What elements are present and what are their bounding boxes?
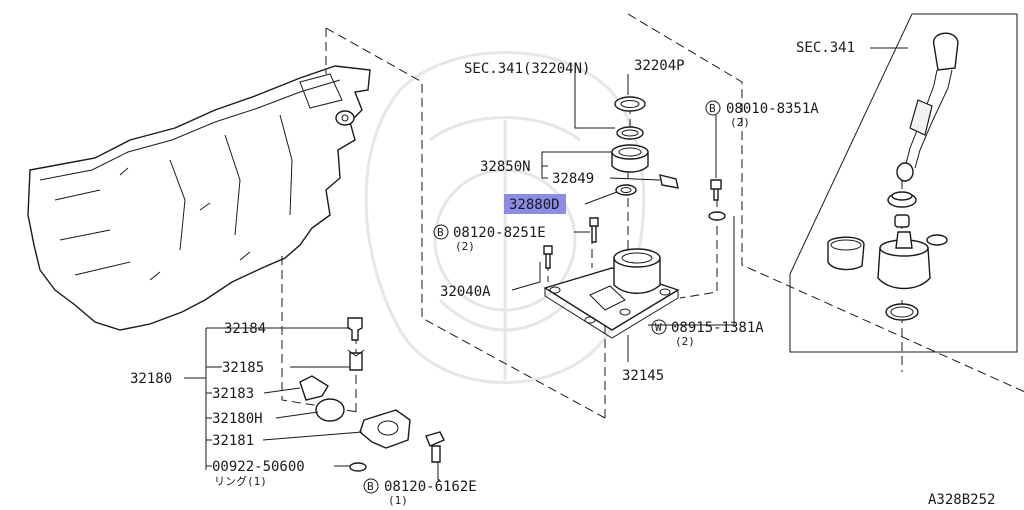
washer-marker: [651, 319, 667, 335]
reverse-lamp-parts: [299, 317, 445, 472]
label-08010-qty: (2): [730, 116, 750, 129]
label-32183: 32183: [212, 386, 254, 402]
label-08915-qty: (2): [675, 335, 695, 348]
bolt-marker: [363, 478, 379, 494]
label-sec-341-32204n: SEC.341(32204N): [464, 61, 590, 77]
shifter-small-parts: [827, 191, 948, 321]
label-32850n: 32850N: [480, 159, 531, 175]
label-32184: 32184: [224, 321, 266, 337]
label-08120-6162e: 08120-6162E: [384, 479, 477, 495]
label-08120-8251e-qty: (2): [455, 240, 475, 253]
transmission-case: [27, 65, 371, 331]
svg-text:B: B: [437, 226, 444, 239]
shift-lever: [896, 32, 959, 182]
label-32185: 32185: [222, 360, 264, 376]
shift-lever-box: [789, 13, 1018, 353]
bolt-marker: [433, 224, 449, 240]
label-32204p: 32204P: [634, 58, 685, 74]
label-08010-8351a: 08010-8351A: [726, 101, 819, 117]
label-ring-note: リング(1): [214, 474, 267, 488]
figure-code: A328B252: [928, 492, 995, 508]
center-parts: [543, 96, 726, 269]
label-08120-6162e-qty: (1): [388, 494, 408, 507]
svg-text:B: B: [367, 480, 374, 493]
label-32880d: 32880D: [509, 197, 560, 213]
label-08120-8251e: 08120-8251E: [453, 225, 546, 241]
shifter-housing-32145: [543, 248, 680, 339]
label-32181: 32181: [212, 433, 254, 449]
callout-labels: SEC.341(32204N) 32204P SEC.341 B 08010-8…: [130, 40, 995, 508]
label-08915-1381a: 08915-1381A: [671, 320, 764, 336]
label-32040a: 32040A: [440, 284, 491, 300]
highlight-32880d: [504, 194, 566, 214]
svg-text:B: B: [709, 102, 716, 115]
label-32180: 32180: [130, 371, 172, 387]
label-32849: 32849: [552, 171, 594, 187]
svg-text:W: W: [655, 321, 662, 334]
watermark: [364, 51, 646, 384]
bolt-marker: [705, 100, 721, 116]
label-32145: 32145: [622, 368, 664, 384]
label-32180h: 32180H: [212, 411, 263, 427]
leader-lines: [184, 47, 908, 481]
label-sec-341: SEC.341: [796, 40, 855, 56]
label-00922-50600: 00922-50600: [212, 459, 305, 475]
